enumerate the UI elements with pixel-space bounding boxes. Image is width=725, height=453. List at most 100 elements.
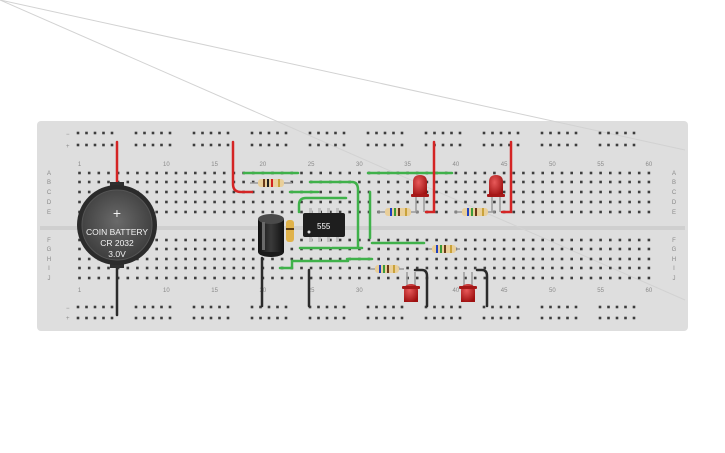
breadboard-hole[interactable] xyxy=(319,257,322,261)
breadboard-hole[interactable] xyxy=(647,210,651,214)
breadboard-hole[interactable] xyxy=(358,238,361,242)
breadboard-hole[interactable] xyxy=(531,171,535,175)
breadboard-hole[interactable] xyxy=(251,210,255,214)
rail-hole[interactable] xyxy=(375,131,378,135)
breadboard-hole[interactable] xyxy=(338,266,342,270)
breadboard-hole[interactable] xyxy=(589,276,593,280)
rail-hole[interactable] xyxy=(499,316,503,320)
breadboard-hole[interactable] xyxy=(493,276,496,280)
breadboard-hole[interactable] xyxy=(232,210,236,214)
rail-hole[interactable] xyxy=(218,305,221,309)
breadboard-hole[interactable] xyxy=(512,190,516,194)
breadboard-hole[interactable] xyxy=(300,276,303,280)
breadboard-hole[interactable] xyxy=(541,171,544,175)
breadboard-hole[interactable] xyxy=(377,276,380,280)
breadboard-hole[interactable] xyxy=(348,171,351,175)
breadboard-hole[interactable] xyxy=(165,190,168,194)
rail-hole[interactable] xyxy=(624,143,627,147)
rail-hole[interactable] xyxy=(598,305,602,309)
breadboard-hole[interactable] xyxy=(618,266,622,270)
breadboard-hole[interactable] xyxy=(444,200,448,204)
breadboard-hole[interactable] xyxy=(637,200,641,204)
breadboard-hole[interactable] xyxy=(415,257,419,261)
breadboard-hole[interactable] xyxy=(618,210,622,214)
breadboard-hole[interactable] xyxy=(415,238,419,242)
breadboard-hole[interactable] xyxy=(145,180,149,184)
breadboard-hole[interactable] xyxy=(165,200,168,204)
breadboard-hole[interactable] xyxy=(155,210,158,214)
breadboard-hole[interactable] xyxy=(174,266,178,270)
breadboard-hole[interactable] xyxy=(570,257,573,261)
breadboard-hole[interactable] xyxy=(242,210,245,214)
breadboard-hole[interactable] xyxy=(387,276,390,280)
rail-hole[interactable] xyxy=(566,316,569,320)
rail-hole[interactable] xyxy=(267,143,271,147)
breadboard-hole[interactable] xyxy=(280,200,284,204)
breadboard-hole[interactable] xyxy=(502,276,506,280)
breadboard-hole[interactable] xyxy=(107,171,110,175)
rail-hole[interactable] xyxy=(598,316,602,320)
breadboard-hole[interactable] xyxy=(348,238,351,242)
rail-hole[interactable] xyxy=(392,316,395,320)
rail-hole[interactable] xyxy=(267,316,271,320)
breadboard-hole[interactable] xyxy=(637,247,641,251)
breadboard-hole[interactable] xyxy=(184,210,187,214)
breadboard-hole[interactable] xyxy=(271,190,274,194)
breadboard-hole[interactable] xyxy=(165,210,168,214)
breadboard-hole[interactable] xyxy=(300,200,303,204)
rail-hole[interactable] xyxy=(192,143,196,147)
breadboard-hole[interactable] xyxy=(319,266,322,270)
rail-hole[interactable] xyxy=(143,131,146,135)
breadboard-hole[interactable] xyxy=(78,180,81,184)
breadboard-hole[interactable] xyxy=(502,238,506,242)
breadboard-hole[interactable] xyxy=(329,190,332,194)
breadboard-hole[interactable] xyxy=(599,247,602,251)
breadboard-hole[interactable] xyxy=(647,247,651,251)
breadboard-hole[interactable] xyxy=(609,190,612,194)
rail-hole[interactable] xyxy=(192,131,196,135)
rail-hole[interactable] xyxy=(308,305,312,309)
breadboard-hole[interactable] xyxy=(367,276,371,280)
breadboard-hole[interactable] xyxy=(618,180,622,184)
rail-hole[interactable] xyxy=(516,131,520,135)
resistor-r4[interactable] xyxy=(428,245,460,253)
breadboard-hole[interactable] xyxy=(87,190,91,194)
rail-hole[interactable] xyxy=(557,131,561,135)
breadboard-hole[interactable] xyxy=(165,180,168,184)
rail-hole[interactable] xyxy=(632,143,636,147)
breadboard-hole[interactable] xyxy=(358,180,361,184)
rail-hole[interactable] xyxy=(342,131,346,135)
rail-hole[interactable] xyxy=(168,316,172,320)
breadboard-hole[interactable] xyxy=(232,200,236,204)
breadboard-hole[interactable] xyxy=(522,210,525,214)
breadboard-hole[interactable] xyxy=(78,257,81,261)
rail-hole[interactable] xyxy=(540,305,544,309)
breadboard-hole[interactable] xyxy=(628,190,631,194)
breadboard-hole[interactable] xyxy=(165,266,168,270)
breadboard-hole[interactable] xyxy=(78,190,81,194)
breadboard-hole[interactable] xyxy=(194,190,197,194)
rail-hole[interactable] xyxy=(325,316,329,320)
rail-hole[interactable] xyxy=(450,131,453,135)
breadboard-hole[interactable] xyxy=(435,190,438,194)
breadboard-hole[interactable] xyxy=(203,200,207,204)
breadboard-hole[interactable] xyxy=(213,171,216,175)
breadboard-hole[interactable] xyxy=(531,276,535,280)
breadboard-hole[interactable] xyxy=(97,171,101,175)
rail-hole[interactable] xyxy=(267,131,271,135)
breadboard-hole[interactable] xyxy=(97,266,101,270)
breadboard-hole[interactable] xyxy=(406,190,409,194)
led-1[interactable] xyxy=(411,175,429,212)
breadboard-hole[interactable] xyxy=(541,257,544,261)
breadboard-hole[interactable] xyxy=(396,257,400,261)
breadboard-hole[interactable] xyxy=(435,200,438,204)
breadboard-hole[interactable] xyxy=(609,171,612,175)
breadboard-hole[interactable] xyxy=(213,180,216,184)
breadboard-hole[interactable] xyxy=(551,257,554,261)
breadboard-hole[interactable] xyxy=(174,276,178,280)
breadboard-hole[interactable] xyxy=(628,210,631,214)
breadboard-hole[interactable] xyxy=(609,238,612,242)
breadboard-hole[interactable] xyxy=(531,180,535,184)
rail-hole[interactable] xyxy=(192,305,196,309)
breadboard-hole[interactable] xyxy=(589,257,593,261)
